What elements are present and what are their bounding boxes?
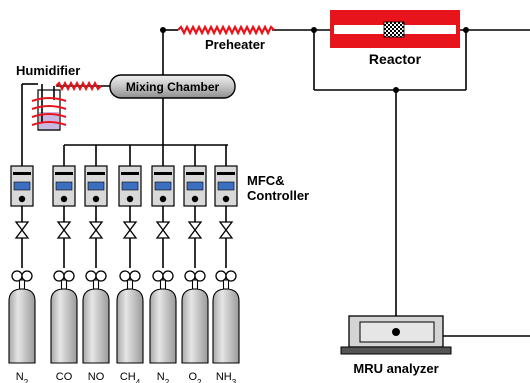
gas-label-subscript: 2 [165,378,170,383]
gas-label: CO [56,371,73,383]
mixing-chamber-label: Mixing Chamber [126,80,220,94]
valve-icon [187,221,203,239]
valve-icon [122,221,138,239]
gas-label-subscript: 2 [197,378,202,383]
analyzer-label: MRU analyzer [353,361,438,376]
humidifier-heater-wire [55,80,102,92]
mfc-controller [52,165,76,207]
mfc-label-line2: Controller [247,188,309,203]
regulators [11,270,237,290]
gas-label: NO [88,371,105,383]
gas-label: N2 [157,371,170,383]
gas-label-base: NH [216,371,232,383]
mfc-controller [10,165,34,207]
mfc-controller [118,165,142,207]
gas-label: O2 [188,371,202,383]
regulator-icon [85,270,107,290]
gas-cylinder [116,288,144,364]
gas-label-base: N [157,371,165,383]
regulator-icon [53,270,75,290]
mfc-controllers [10,165,238,207]
junction-dots [160,27,469,93]
valve-icon [155,221,171,239]
gas-label-base: N [16,371,24,383]
valve-icon [218,221,234,239]
preheater-label: Preheater [205,37,265,52]
humidifier-label: Humidifier [16,63,80,78]
reactor-label: Reactor [369,51,422,67]
gas-cylinder [8,288,36,364]
valves [14,221,234,239]
gas-cylinder [149,288,177,364]
mfc-controller [84,165,108,207]
gas-label-base: CO [56,371,73,383]
gas-label-base: NO [88,371,105,383]
mru-analyzer [340,315,452,355]
regulator-icon [215,270,237,290]
mfc-controller [214,165,238,207]
gas-label-subscript: 4 [136,378,141,383]
humidifier [31,84,67,131]
gas-cylinders [8,288,240,364]
mfc-controller [151,165,175,207]
gas-label: NH3 [216,371,237,383]
mfc-controller [183,165,207,207]
valve-icon [88,221,104,239]
gas-label: N2 [16,371,29,383]
regulator-icon [119,270,141,290]
gas-cylinder [212,288,240,364]
regulator-icon [11,270,33,290]
gas-label-subscript: 2 [24,378,29,383]
preheater-coil [177,24,275,36]
gas-label-base: O [188,371,197,383]
mfc-label-line1: MFC& [247,173,285,188]
gas-label-subscript: 3 [232,378,237,383]
gas-label: CH4 [120,371,141,383]
gas-cylinder [181,288,209,364]
gas-cylinder [50,288,78,364]
gas-cylinder [82,288,110,364]
gas-label-base: CH [120,371,136,383]
valve-icon [56,221,72,239]
mixing-chamber [109,74,236,99]
regulator-icon [152,270,174,290]
valve-icon [14,221,30,239]
reactor [330,10,460,48]
regulator-icon [184,270,206,290]
